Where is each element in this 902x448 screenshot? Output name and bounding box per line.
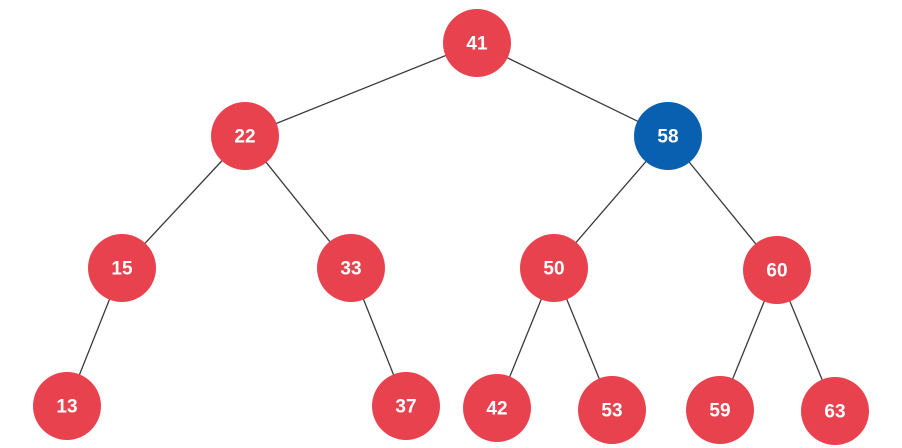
tree-node-63: 63 <box>801 377 869 445</box>
tree-node-33: 33 <box>317 234 385 302</box>
highlighted-node-circle <box>634 102 702 170</box>
node-circle <box>372 372 440 440</box>
node-circle <box>578 376 646 444</box>
node-label: 15 <box>111 259 133 280</box>
node-circle <box>743 236 811 304</box>
node-label: 42 <box>486 399 507 420</box>
node-circle <box>520 234 588 302</box>
tree-node-42: 42 <box>463 374 531 442</box>
node-circle <box>211 102 279 170</box>
tree-node-15: 15 <box>88 234 156 302</box>
node-circle <box>686 376 754 444</box>
node-label: 53 <box>601 401 622 422</box>
tree-node-60: 60 <box>743 236 811 304</box>
tree-node-50: 50 <box>520 234 588 302</box>
node-circle <box>33 372 101 440</box>
tree-edge <box>244 42 478 137</box>
node-label: 33 <box>340 259 361 280</box>
node-label: 60 <box>766 261 787 282</box>
node-label: 50 <box>543 259 564 280</box>
node-circle <box>317 234 385 302</box>
tree-node-53: 53 <box>578 376 646 444</box>
tree-node-59: 59 <box>686 376 754 444</box>
tree-node-41: 41 <box>443 9 511 77</box>
node-circle <box>443 9 511 77</box>
tree-node-37: 37 <box>372 372 440 440</box>
node-circle <box>463 374 531 442</box>
tree-edge <box>476 42 669 137</box>
tree-node-58: 58 <box>634 102 702 170</box>
tree-nodes: 41 22 58 15 33 50 60 13 37 42 53 59 63 <box>33 9 869 445</box>
node-circle <box>801 377 869 445</box>
node-label: 58 <box>657 127 678 148</box>
node-circle <box>88 234 156 302</box>
node-label: 37 <box>395 397 416 418</box>
tree-edges <box>66 42 836 412</box>
node-label: 41 <box>466 34 488 55</box>
node-label: 59 <box>709 401 730 422</box>
node-label: 13 <box>56 397 77 418</box>
node-label: 22 <box>234 127 255 148</box>
tree-node-13: 13 <box>33 372 101 440</box>
node-label: 63 <box>824 402 845 423</box>
tree-node-22: 22 <box>211 102 279 170</box>
